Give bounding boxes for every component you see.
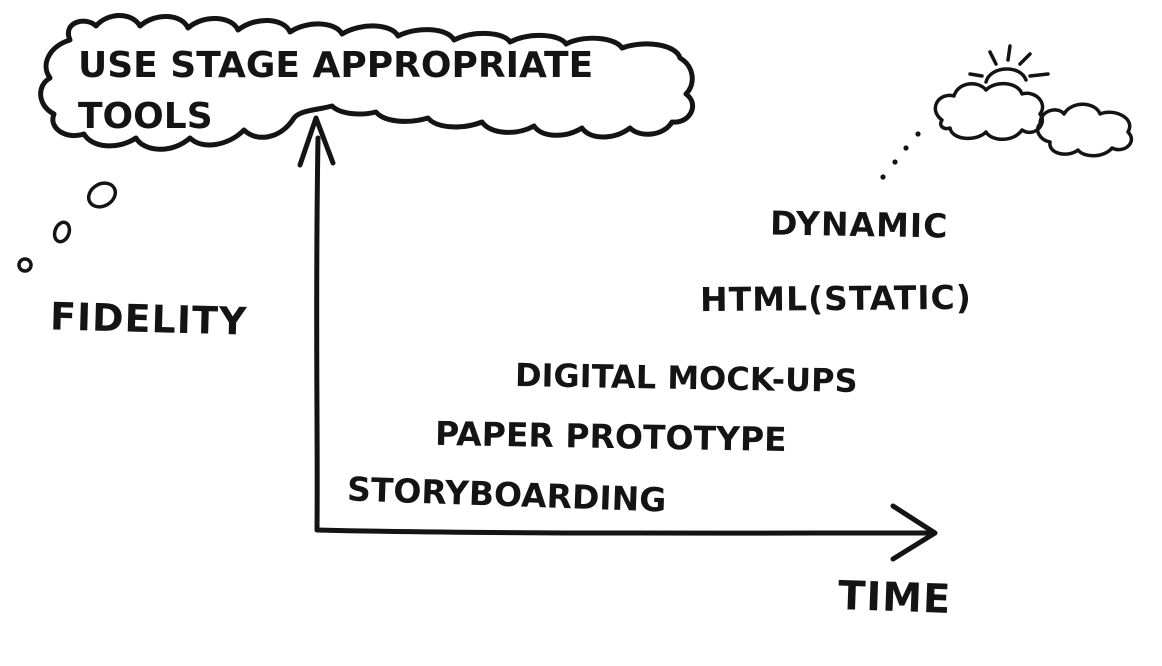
thought-cloud-outline: [38, 13, 695, 152]
fidelity-axis: [297, 115, 336, 533]
thought-dot-large: [86, 181, 118, 209]
time-axis-line: [314, 527, 935, 536]
fidelity-axis-line: [314, 135, 321, 533]
sun-ray: [988, 50, 998, 66]
thought-dot-medium: [52, 220, 72, 244]
stage-html-static: HTML(STATIC): [699, 277, 973, 320]
thought-bubble-text: USE STAGE APPROPRIATE TOOLS: [78, 45, 594, 138]
stage-dynamic: DYNAMIC: [769, 203, 949, 246]
trail-dot: [915, 131, 921, 137]
stage-digital-mockups: DIGITAL MOCK-UPS: [514, 356, 858, 400]
fidelity-axis-label: FIDELITY: [49, 294, 248, 344]
time-axis-arrowhead: [890, 503, 938, 562]
sun-ray: [1006, 44, 1012, 62]
cloud-outline-right: [1035, 102, 1134, 158]
time-axis-label: TIME: [837, 573, 953, 623]
dotted-trail: [880, 131, 921, 180]
trail-dot: [892, 159, 898, 165]
sun-ray: [1028, 72, 1050, 78]
trail-dot: [903, 145, 909, 151]
thought-dot-small: [17, 257, 33, 273]
stage-storyboarding: STORYBOARDING: [346, 469, 668, 520]
sun-arc: [984, 67, 1028, 84]
stage-paper-prototype: PAPER PROTOTYPE: [434, 413, 788, 460]
fidelity-axis-arrowhead: [297, 115, 336, 168]
cloud-outline-left: [933, 81, 1045, 141]
time-axis: [314, 503, 938, 562]
thought-bubble-dots: [17, 181, 118, 273]
sun-ray: [1018, 52, 1032, 66]
trail-dot: [880, 174, 886, 180]
cloud-sun-icon: [933, 44, 1134, 158]
sun-ray: [968, 72, 984, 78]
